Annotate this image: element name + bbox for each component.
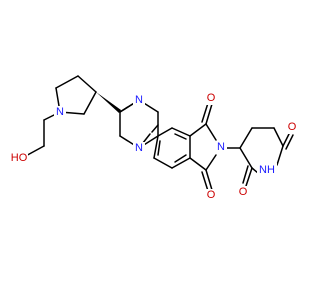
bond [282, 131, 291, 147]
bond [285, 134, 294, 150]
imide-oxygen-top-label: O [205, 92, 217, 105]
atom-text: HO [11, 152, 28, 164]
atom-text: O [239, 186, 248, 198]
bond [205, 154, 217, 171]
glutarimide-oxygen-top-label: O [286, 121, 298, 134]
bond [205, 103, 213, 125]
bond [153, 157, 173, 169]
bond [157, 127, 173, 137]
bond [239, 147, 253, 169]
bond [239, 127, 253, 149]
bond [174, 133, 187, 140]
atom-text: N [56, 106, 64, 118]
atom-text: N [135, 94, 143, 106]
molecule-canvas: HO N N N O N O O [8, 75, 298, 202]
bond-layer [21, 75, 294, 192]
bond [245, 167, 253, 187]
bond [189, 157, 207, 171]
imide-oxygen-bottom-label: O [205, 189, 217, 202]
atom-text: N [135, 142, 143, 154]
hydroxyl-label: HO [8, 151, 28, 165]
atom-text: NH [259, 164, 275, 176]
atom-label-layer: HO N N N O N O O [8, 92, 298, 202]
piperazine-nitrogen-lower-label: N [133, 142, 145, 155]
glutarimide-nh-label: NH [257, 163, 277, 177]
bond [201, 102, 209, 123]
bond [189, 123, 207, 137]
atom-text: O [288, 121, 297, 133]
atom-text: O [207, 92, 216, 104]
bond [171, 127, 191, 137]
bond [174, 154, 187, 163]
structure-diagram: HO N N N O N O O [8, 75, 298, 202]
bond [157, 140, 161, 156]
piperazine-nitrogen-upper-label: N [133, 94, 145, 107]
atom-text: O [207, 189, 216, 201]
bond [276, 145, 284, 166]
bond [83, 91, 97, 115]
bond [201, 171, 209, 192]
bond [153, 135, 159, 159]
imide-nitrogen-label: N [215, 141, 227, 154]
bond [205, 123, 217, 141]
bond [205, 169, 213, 191]
glutarimide-oxygen-bottom-label: O [237, 186, 249, 199]
pyrrolidine-nitrogen-label: N [54, 106, 66, 119]
atom-text: N [217, 141, 225, 153]
bond [242, 165, 249, 184]
bond [77, 75, 97, 93]
stereo-wedge-bond [96, 92, 121, 113]
bond [55, 75, 79, 89]
bond [171, 157, 191, 169]
bond [273, 127, 284, 147]
bond [151, 124, 159, 133]
